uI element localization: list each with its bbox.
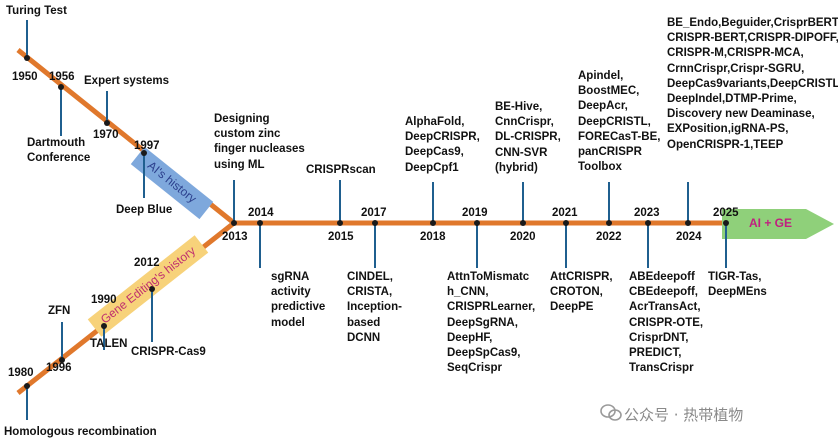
dot-2025 <box>723 220 729 226</box>
year-1950: 1950 <box>12 71 38 83</box>
event-2020: BE-Hive, CnnCrispr, DL-CRISPR, CNN-SVR (… <box>495 101 561 174</box>
event-1997: Deep Blue <box>116 204 173 216</box>
dot-2023 <box>645 220 651 226</box>
dot-1980 <box>24 383 30 389</box>
watermark: 公众号 · 热带植物 <box>624 406 744 424</box>
event-2013: Designing custom zinc finger nucleases u… <box>214 113 305 171</box>
dot-2024 <box>685 220 691 226</box>
dot-1970 <box>104 120 110 126</box>
dot-1996 <box>59 357 65 363</box>
year-2023: 2023 <box>634 207 660 219</box>
dot-1990 <box>101 323 107 329</box>
event-2017: CINDEL, CRISTA, Inception- based DCNN <box>347 271 402 344</box>
dot-2014 <box>257 220 263 226</box>
dot-1956 <box>58 84 64 90</box>
ai-history-band <box>130 146 214 220</box>
year-1997: 1997 <box>134 140 160 152</box>
dot-1997 <box>141 150 147 156</box>
dot-2018 <box>430 220 436 226</box>
event-1970: Expert systems <box>84 75 170 87</box>
year-1990: 1990 <box>91 294 117 306</box>
event-2025: TIGR-Tas, DeepMEns <box>708 271 767 299</box>
event-2024: BE_Endo,Beguider,CrisprBERT, CRISPR-BERT… <box>667 17 838 151</box>
event-2021: AttCRISPR, CROTON, DeepPE <box>550 271 613 314</box>
year-1970: 1970 <box>93 129 119 141</box>
year-2014: 2014 <box>248 207 274 219</box>
event-2023: ABEdeepoff CBEdeepoff, AcrTransAct, CRIS… <box>629 271 704 375</box>
year-1980: 1980 <box>8 367 34 379</box>
year-2024: 2024 <box>676 231 702 243</box>
year-2020: 2020 <box>510 231 536 243</box>
event-1980: Homologous recombination <box>4 426 157 438</box>
event-2015: CRISPRscan <box>306 164 376 176</box>
event-1956: Dartmouth Conference <box>27 137 91 165</box>
event-1990: TALEN <box>90 338 128 350</box>
year-2019: 2019 <box>462 207 488 219</box>
dot-2012 <box>149 286 155 292</box>
year-1956: 1956 <box>49 71 75 83</box>
event-1996: ZFN <box>48 305 71 317</box>
event-2019: AttnToMismatc h_CNN, CRISPRLearner, Deep… <box>447 271 536 375</box>
event-2014: sgRNA activity predictive model <box>271 271 326 329</box>
year-2012: 2012 <box>134 257 160 269</box>
ge-history-band <box>87 235 209 337</box>
event-2012: CRISPR-Cas9 <box>131 346 206 358</box>
dot-2022 <box>606 220 612 226</box>
arrow-head <box>722 209 834 239</box>
year-2013: 2013 <box>222 231 248 243</box>
dot-2021 <box>563 220 569 226</box>
ai-ge-label: AI + GE <box>749 216 793 230</box>
year-2025: 2025 <box>713 207 739 219</box>
wechat-icon <box>600 404 622 421</box>
dot-2019 <box>474 220 480 226</box>
event-1950: Turing Test <box>6 5 67 17</box>
dot-2015 <box>337 220 343 226</box>
year-2018: 2018 <box>420 231 446 243</box>
dot-1950 <box>24 55 30 61</box>
year-2017: 2017 <box>361 207 387 219</box>
year-1996: 1996 <box>46 362 72 374</box>
dot-2013 <box>231 220 237 226</box>
event-2022: Apindel, BoostMEC, DeepAcr, DeepCRISTL, … <box>578 70 661 174</box>
year-2015: 2015 <box>328 231 354 243</box>
year-2021: 2021 <box>552 207 578 219</box>
dot-2017 <box>372 220 378 226</box>
event-2018: AlphaFold, DeepCRISPR, DeepCas9, DeepCpf… <box>405 116 480 174</box>
dot-2020 <box>520 220 526 226</box>
year-2022: 2022 <box>596 231 622 243</box>
